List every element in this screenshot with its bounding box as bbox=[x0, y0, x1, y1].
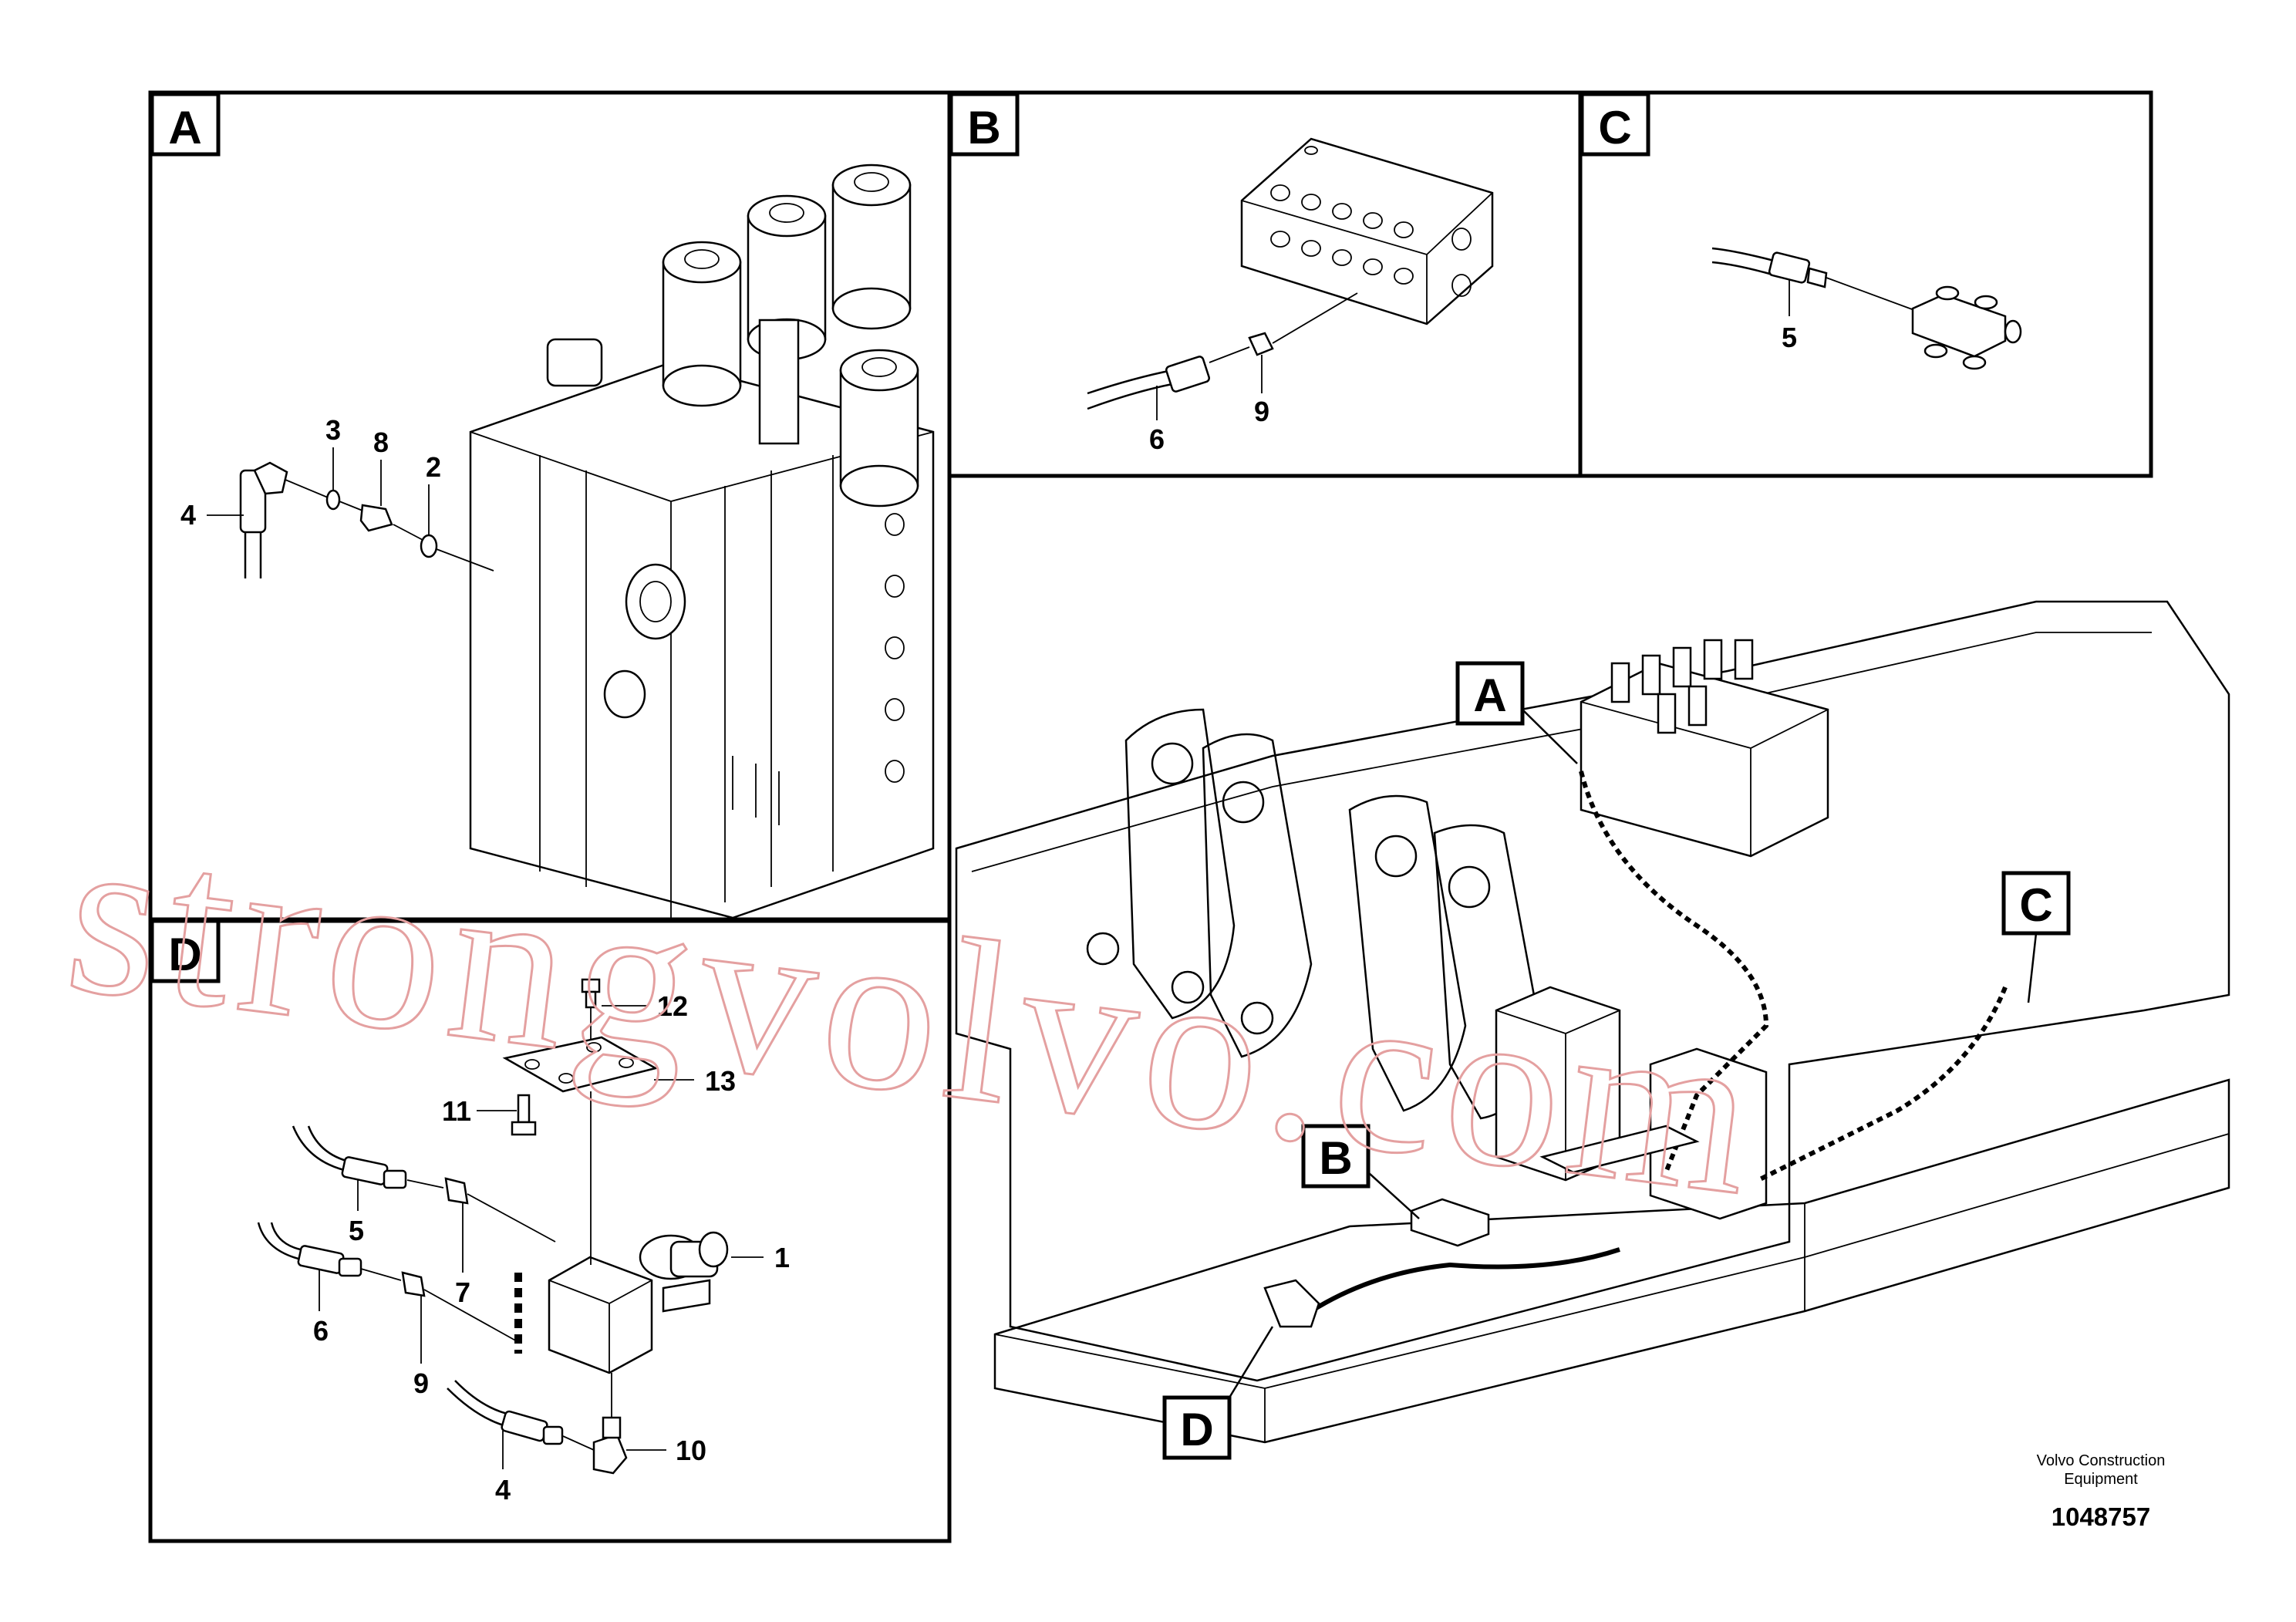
callout-13: 13 bbox=[705, 1065, 736, 1097]
callout-9: 9 bbox=[1254, 396, 1269, 427]
company-name-line2: Equipment bbox=[2064, 1471, 2138, 1488]
svg-text:A: A bbox=[168, 102, 201, 153]
callout-9: 9 bbox=[413, 1367, 429, 1399]
drawing-number: 1048757 bbox=[2052, 1502, 2150, 1531]
callout-8: 8 bbox=[373, 427, 389, 458]
overview-label-a: A bbox=[1455, 661, 1578, 764]
panel-b-callouts: 9 6 bbox=[1149, 355, 1269, 455]
svg-text:A: A bbox=[1473, 669, 1506, 721]
panel-b-fittings bbox=[1087, 292, 1358, 410]
overview-label-d: D bbox=[1162, 1326, 1274, 1460]
callout-10: 10 bbox=[676, 1435, 706, 1466]
panel-b-label: B bbox=[949, 92, 1020, 157]
manifold-block-drawing bbox=[1240, 137, 1494, 325]
panel-d-callouts: 12 13 11 5 1 7 6 9 10 4 bbox=[313, 990, 790, 1506]
callout-4: 4 bbox=[180, 499, 196, 531]
panel-c-drawing bbox=[1711, 247, 2022, 370]
svg-text:C: C bbox=[1598, 102, 1631, 153]
panel-c-label: C bbox=[1580, 92, 1650, 157]
callout-3: 3 bbox=[325, 414, 341, 446]
svg-text:B: B bbox=[967, 102, 1000, 153]
svg-text:B: B bbox=[1319, 1132, 1352, 1184]
company-name-line1: Volvo Construction bbox=[2037, 1452, 2166, 1469]
overview-label-c: C bbox=[2001, 871, 2071, 1003]
panel-d-drawing bbox=[257, 978, 729, 1475]
panel-a-callouts: 3 8 2 4 bbox=[180, 414, 441, 535]
panel-a-label: A bbox=[150, 92, 221, 157]
callout-2: 2 bbox=[426, 451, 441, 483]
callout-12: 12 bbox=[657, 990, 688, 1022]
svg-text:D: D bbox=[1180, 1404, 1213, 1455]
panel-d-frame bbox=[148, 917, 952, 1543]
control-valve-drawing bbox=[469, 164, 935, 919]
callout-1: 1 bbox=[774, 1242, 790, 1273]
callout-11: 11 bbox=[442, 1095, 471, 1127]
callout-5: 5 bbox=[349, 1215, 364, 1246]
panel-d-label: D bbox=[150, 919, 221, 983]
overview-label-b: B bbox=[1301, 1124, 1420, 1219]
svg-text:C: C bbox=[2019, 879, 2052, 931]
callout-6: 6 bbox=[313, 1315, 329, 1347]
panel-c-callouts: 5 bbox=[1782, 279, 1797, 353]
callout-6: 6 bbox=[1149, 423, 1165, 455]
panel-a-fittings bbox=[239, 461, 494, 578]
callout-4: 4 bbox=[495, 1474, 511, 1506]
callout-7: 7 bbox=[455, 1276, 470, 1308]
callout-5: 5 bbox=[1782, 322, 1797, 353]
svg-text:D: D bbox=[168, 929, 201, 980]
machine-frame-overview bbox=[955, 600, 2230, 1444]
panel-c-frame bbox=[1578, 90, 2153, 478]
